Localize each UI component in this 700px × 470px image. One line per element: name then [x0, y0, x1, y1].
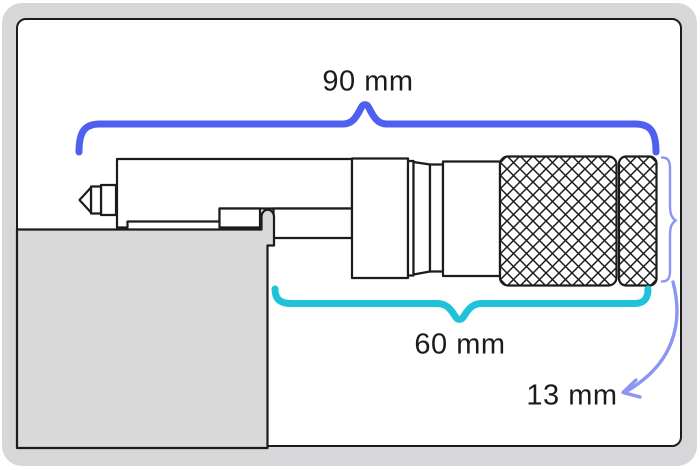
label-grip-width: 13 mm: [526, 379, 618, 412]
spindle-housing: [350, 157, 410, 280]
tool-tip-point: [78, 186, 93, 214]
workpiece-block: [15, 208, 276, 450]
arrow-13mm: [625, 280, 679, 393]
bracket-90mm: [75, 101, 660, 156]
clamp-block: [218, 207, 262, 229]
barrel: [441, 160, 502, 278]
tip-band: [89, 185, 103, 215]
knurled-grip-small: [617, 155, 658, 287]
tip-collar: [99, 183, 118, 217]
label-mid-length: 60 mm: [414, 328, 506, 361]
neck-ring-2: [428, 163, 445, 273]
connector-bar: [272, 207, 354, 240]
arrowhead-13mm: [621, 378, 642, 399]
knurled-grip-large: [498, 155, 618, 287]
brace-13mm: [660, 156, 678, 283]
label-overall-length: 90 mm: [322, 65, 414, 98]
neck-taper: [412, 160, 432, 276]
bracket-60mm: [271, 285, 652, 323]
